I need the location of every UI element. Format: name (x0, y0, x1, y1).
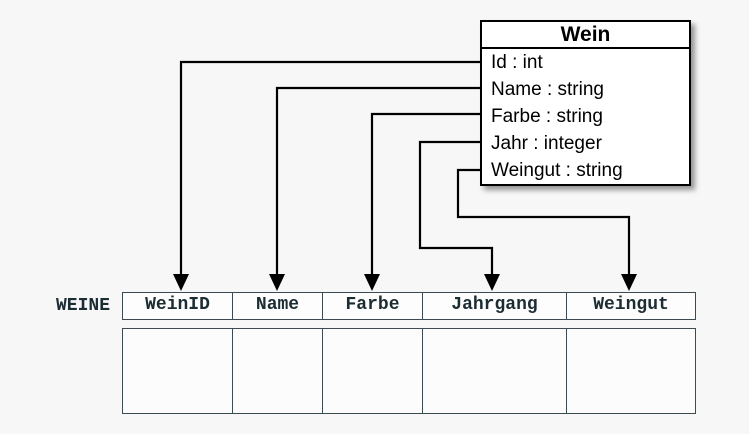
column-header-weinid: WeinID (145, 295, 210, 315)
table-cell (422, 329, 566, 413)
column-header-weingut: Weingut (566, 293, 695, 319)
class-attribute-jahr: Jahr : integer (491, 133, 602, 154)
connector-weingut-to-weingut (456, 168, 631, 275)
class-attribute-weingut: Weingut : string (491, 160, 623, 181)
table-cell (566, 329, 695, 413)
connector-jahr-to-jahrgang (418, 140, 494, 275)
table-cell (232, 329, 322, 413)
arrowhead-weinid (173, 274, 189, 291)
uml-class-wein: Wein Id : int Name : string Farbe : stri… (480, 20, 691, 186)
connector-name-to-name (275, 86, 481, 275)
arrowhead-weingut (621, 274, 637, 291)
arrowhead-name (269, 274, 285, 291)
column-header-jahrgang: Jahrgang (422, 293, 566, 319)
table-name-label: WEINE (55, 296, 110, 316)
class-attribute-name: Name : string (491, 79, 604, 100)
column-header-name: Name (232, 293, 322, 319)
column-header-farbe: Farbe (322, 293, 422, 319)
class-title: Wein (482, 22, 689, 49)
arrowhead-jahrgang (484, 274, 500, 291)
table-cell (322, 329, 422, 413)
class-attribute-farbe: Farbe : string (491, 106, 603, 127)
connector-farbe-to-farbe (370, 112, 481, 275)
class-attribute-id: Id : int (491, 52, 543, 73)
class-attribute-list: Id : int Name : string Farbe : string Ja… (482, 49, 689, 184)
table-cell (123, 329, 232, 413)
weine-table-header: WeinID Name Farbe Jahrgang Weingut (122, 292, 696, 320)
connector-id-to-weinid (179, 60, 481, 275)
weine-table-empty-row (122, 328, 696, 414)
arrowhead-farbe (364, 274, 380, 291)
